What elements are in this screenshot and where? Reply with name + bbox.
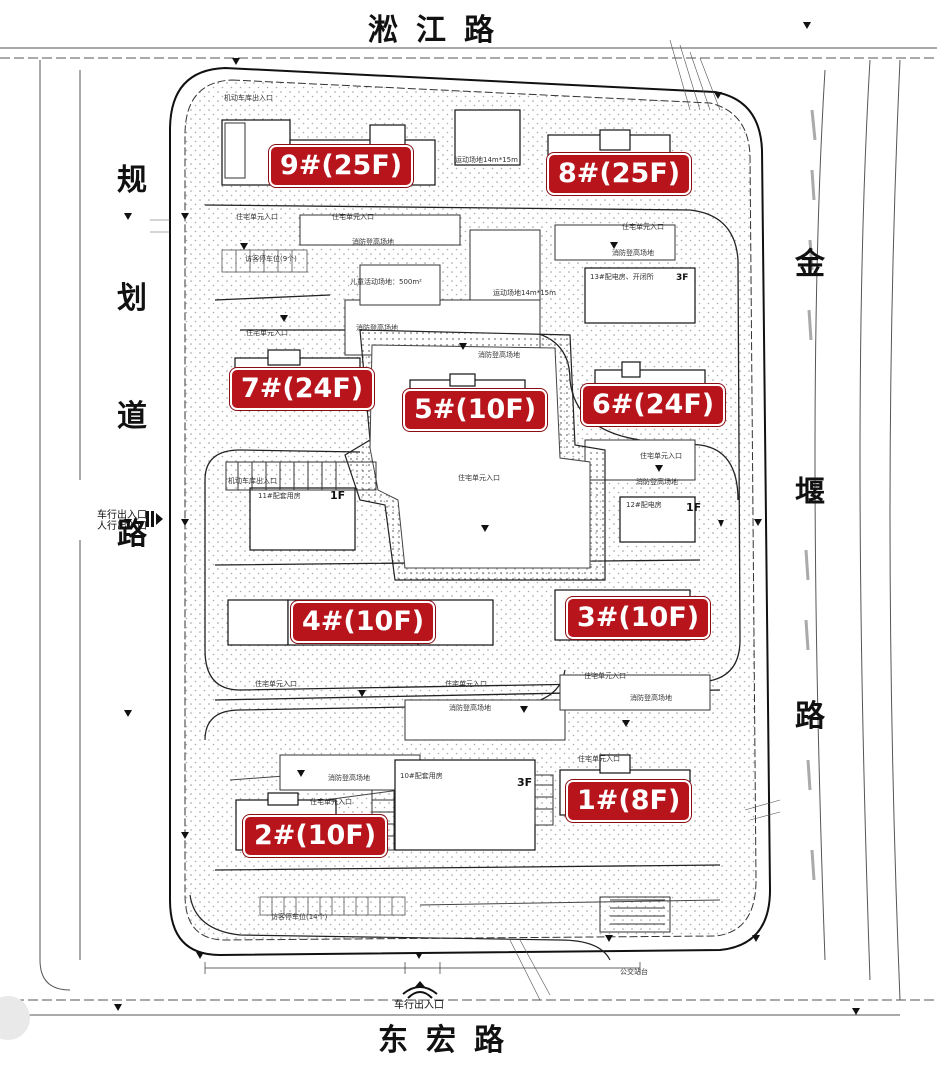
- road-south: 东宏路: [378, 1023, 522, 1058]
- facility-floor-b12: 1F: [686, 501, 702, 514]
- building-label-1[interactable]: 1#(8F): [566, 780, 692, 822]
- unit-entrance-note: 住宅单元入口: [255, 680, 297, 688]
- building-label-8[interactable]: 8#(25F): [547, 153, 692, 195]
- west-entrance-marker: [146, 511, 163, 527]
- building-label-6[interactable]: 6#(24F): [581, 384, 726, 426]
- leader-lines: [150, 39, 781, 1001]
- bld10-note: 10#配套用房: [400, 772, 443, 780]
- road-west-char: 道: [117, 399, 147, 434]
- unit-entrance-note: 住宅单元入口: [640, 452, 682, 460]
- fire-site-note: 消防登高场地: [612, 249, 654, 257]
- unit-entrance-note: 住宅单元入口: [310, 798, 352, 806]
- road-east: 金 堰 路: [790, 250, 830, 820]
- facility-floor-b10: 3F: [517, 776, 533, 789]
- road-east-char: 金: [795, 247, 825, 282]
- dimensions: [204, 962, 641, 974]
- unit-entrance-note: 住宅单元入口: [584, 672, 626, 680]
- unit-entrance-note: 住宅单元入口: [578, 755, 620, 763]
- outer-roads: [0, 47, 937, 1016]
- road-west-char: 路: [117, 517, 147, 552]
- parking: [221, 249, 406, 916]
- fire-site-note: 消防登高场地: [449, 704, 491, 712]
- road-north: 淞江路: [368, 13, 512, 48]
- facility-floor-b13: 3F: [676, 273, 689, 283]
- west-vehicle-entrance: 车行出入口: [97, 510, 147, 521]
- bld13-note: 13#配电房、开闭所: [590, 273, 654, 281]
- building-label-9[interactable]: 9#(25F): [269, 145, 414, 187]
- east-lane-marks: [804, 109, 817, 881]
- bld12-note: 12#配电房: [626, 501, 662, 509]
- south-entrance-marker: [402, 981, 438, 999]
- fire-site-note: 消防登高场地: [356, 324, 398, 332]
- road-west: 规 划 道 路: [112, 166, 152, 638]
- sports-note: 运动场地14m*15m: [493, 289, 556, 297]
- fire-site-note: 消防登高场地: [636, 478, 678, 486]
- visitor-parking-north: 访客停车位(9个): [245, 255, 297, 263]
- building-label-4[interactable]: 4#(10F): [291, 601, 436, 643]
- sports-note: 运动场地14m*15m: [455, 156, 518, 164]
- elevation-markers: [114, 22, 860, 1015]
- unit-entrance-note: 住宅单元入口: [332, 213, 374, 221]
- road-west-char: 规: [117, 163, 147, 198]
- fire-site-note: 消防登高场地: [478, 351, 520, 359]
- bld11-note: 11#配套用房: [258, 492, 301, 500]
- building-label-2[interactable]: 2#(10F): [243, 815, 388, 857]
- kids-play-note: 儿童活动场地：500m²: [350, 278, 422, 286]
- west-pedestrian-entrance: 人行出入口: [97, 521, 147, 532]
- bus-stop-note: 公交站台: [620, 968, 648, 976]
- facility-floor-b11: 1F: [330, 489, 346, 502]
- car-ramp-note: 机动车库出入口: [228, 477, 277, 485]
- building-label-3[interactable]: 3#(10F): [566, 597, 711, 639]
- road-east-char: 堰: [795, 475, 825, 510]
- ramps: [224, 122, 671, 933]
- unit-entrance-note: 住宅单元入口: [236, 213, 278, 221]
- car-ramp-note: 机动车库出入口: [224, 94, 273, 102]
- unit-entrance-note: 住宅单元入口: [445, 680, 487, 688]
- unit-entrance-note: 住宅单元入口: [458, 474, 500, 482]
- fire-site-note: 消防登高场地: [630, 694, 672, 702]
- south-vehicle-entrance: 车行出入口: [394, 1000, 444, 1011]
- unit-entrance-note: 住宅单元入口: [622, 223, 664, 231]
- fire-site-note: 消防登高场地: [352, 238, 394, 246]
- visitor-parking-south: 访客停车位(14个): [271, 913, 328, 921]
- unit-entrance-note: 住宅单元入口: [246, 329, 288, 337]
- building-label-5[interactable]: 5#(10F): [403, 389, 548, 431]
- road-west-char: 划: [117, 281, 147, 316]
- road-east-char: 路: [795, 699, 825, 734]
- fire-site-note: 消防登高场地: [328, 774, 370, 782]
- building-label-7[interactable]: 7#(24F): [230, 368, 375, 410]
